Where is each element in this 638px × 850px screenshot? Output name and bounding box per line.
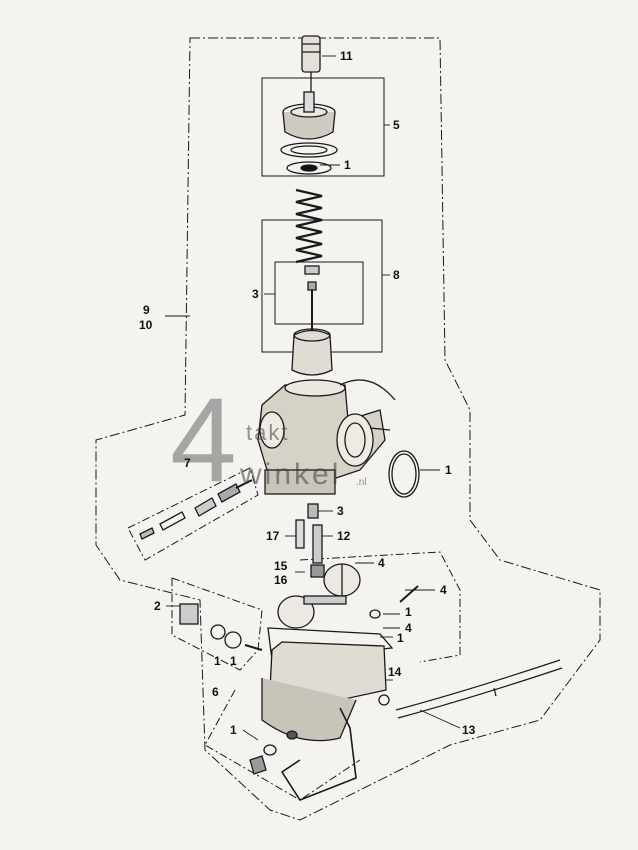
part-carburetor-body <box>257 379 396 495</box>
callout-8: 8 <box>393 268 400 282</box>
callout-10: 10 <box>139 318 153 332</box>
callout-1-ring: 1 <box>445 463 452 477</box>
callout-11: 11 <box>340 49 353 63</box>
box-float-bowl <box>299 551 461 663</box>
part-jets <box>295 503 325 578</box>
group-boundary-9-10 <box>95 37 601 821</box>
part-top-cap-5 <box>280 91 338 175</box>
part-pilot-screw-7 <box>139 479 253 540</box>
part-o-ring <box>388 450 420 498</box>
part-floats-4 <box>277 563 361 629</box>
callout-15: 15 <box>274 559 288 573</box>
callout-2: 2 <box>154 599 161 613</box>
part-float-bowl-6 <box>261 627 394 801</box>
box-7 <box>127 467 259 561</box>
callout-17: 17 <box>266 529 280 543</box>
callout-7: 7 <box>184 456 191 470</box>
box-6 <box>204 689 361 801</box>
callout-16: 16 <box>274 573 288 587</box>
part-drain-screw <box>249 744 277 775</box>
callout-3-jet: 3 <box>337 504 344 518</box>
box-2 <box>171 577 263 671</box>
part-air-screw-2 <box>179 603 263 651</box>
callout-1-top: 1 <box>344 158 351 172</box>
callout-1-left-a: 1 <box>214 654 221 668</box>
callout-13: 13 <box>462 723 476 737</box>
part-spring <box>295 188 323 264</box>
callout-1-right-c: 1 <box>397 631 404 645</box>
box-5 <box>261 77 385 177</box>
callout-1-left-b: 1 <box>230 654 237 668</box>
callout-4-float: 4 <box>378 556 385 570</box>
callout-1-right-a: 1 <box>405 605 412 619</box>
callout-12: 12 <box>337 529 351 543</box>
callout-14: 14 <box>388 665 402 679</box>
callout-4-right: 4 <box>440 583 447 597</box>
callout-6: 6 <box>212 685 219 699</box>
callout-4-right-b: 4 <box>405 621 412 635</box>
part-float-needle <box>399 585 419 603</box>
callout-3-needle: 3 <box>252 287 259 301</box>
part-throttle-slide <box>291 328 333 376</box>
callout-9: 9 <box>143 303 150 317</box>
callout-1-drain: 1 <box>230 723 237 737</box>
part-hose-13 <box>395 659 563 719</box>
part-clip-14 <box>378 694 390 706</box>
box-3 <box>274 261 364 325</box>
callout-5: 5 <box>393 118 400 132</box>
